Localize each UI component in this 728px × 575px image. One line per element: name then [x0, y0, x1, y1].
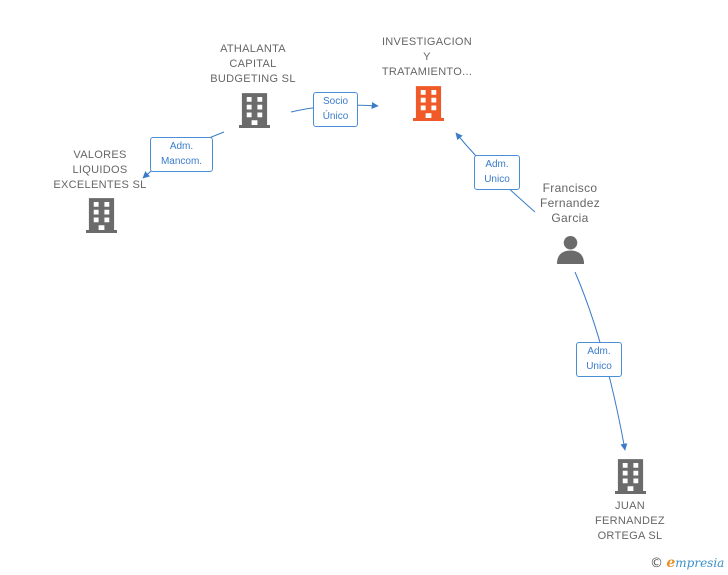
edge-label-socio-unico: Socio Único [313, 92, 358, 127]
copyright-symbol: © [650, 556, 663, 571]
investigacion-building-icon[interactable] [413, 86, 444, 121]
valores-building-icon[interactable] [86, 198, 117, 233]
brand-logo-text: mpresia [675, 556, 725, 570]
node-label-athalanta[interactable]: ATHALANTA CAPITAL BUDGETING SL [210, 43, 296, 85]
node-label-juan[interactable]: JUAN FERNANDEZ ORTEGA SL [595, 500, 665, 542]
brand-logo-e: e [666, 555, 676, 571]
node-label-valores[interactable]: VALORES LIQUIDOS EXCELENTES SL [53, 149, 147, 191]
node-label-investigacion[interactable]: INVESTIGACION Y TRATAMIENTO... [381, 36, 473, 78]
francisco-person-icon[interactable] [556, 235, 585, 264]
edge-label-adm-unico-juan: Adm. Unico [576, 342, 622, 377]
footer-brand: © empresia [650, 555, 724, 573]
athalanta-building-icon[interactable] [239, 93, 270, 128]
juan-building-icon[interactable] [615, 459, 646, 494]
edge-label-adm-mancom: Adm. Mancom. [150, 137, 213, 172]
node-label-francisco[interactable]: Francisco Fernandez Garcia [539, 181, 601, 225]
edge-label-adm-unico-investigacion: Adm. Unico [474, 155, 520, 190]
